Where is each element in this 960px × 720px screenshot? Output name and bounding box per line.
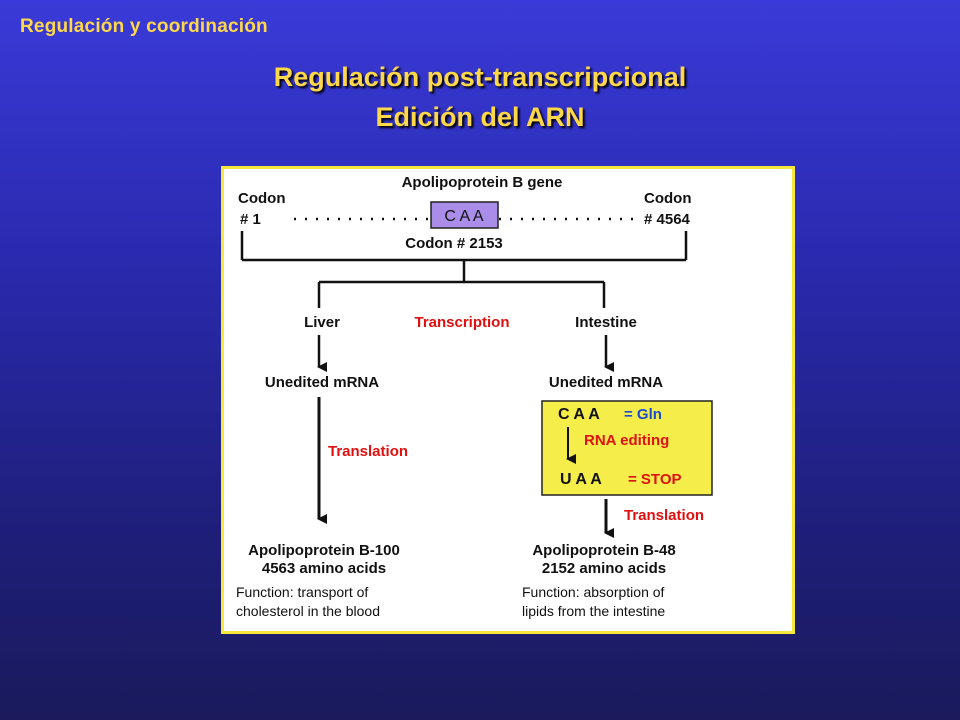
apob-editing-diagram: Apolipoprotein B gene Codon # 1 Codon # … bbox=[221, 166, 795, 634]
intestine-label: Intestine bbox=[575, 314, 637, 331]
edit-uaa: U A A bbox=[560, 471, 602, 488]
codon-right-label: Codon bbox=[644, 190, 691, 207]
protein-b100-name: Apolipoprotein B-100 bbox=[248, 542, 400, 559]
slide-title: Regulación post-transcripcional bbox=[273, 62, 687, 92]
protein-b100-function-2: cholesterol in the blood bbox=[236, 603, 380, 619]
protein-b48-length: 2152 amino acids bbox=[542, 560, 666, 577]
slide-header: Regulación y coordinación bbox=[20, 16, 268, 37]
diagram-canvas: Apolipoprotein B gene Codon # 1 Codon # … bbox=[236, 174, 713, 619]
protein-b48-name: Apolipoprotein B-48 bbox=[532, 542, 675, 559]
protein-b48-function-1: Function: absorption of bbox=[522, 584, 665, 600]
protein-b48-function-2: lipids from the intestine bbox=[522, 603, 665, 619]
edit-caa: C A A bbox=[558, 406, 600, 423]
translation-label-intestine: Translation bbox=[624, 507, 704, 524]
codon-2153-label: Codon # 2153 bbox=[405, 235, 503, 252]
rna-editing-box bbox=[541, 400, 713, 496]
protein-b100-length: 4563 amino acids bbox=[262, 560, 386, 577]
codon-sequence: C A A bbox=[444, 208, 483, 225]
edit-stop: = STOP bbox=[628, 471, 682, 488]
liver-label: Liver bbox=[304, 314, 340, 331]
codon-right-number: # 4564 bbox=[644, 211, 691, 228]
codon-left-number: # 1 bbox=[240, 211, 261, 228]
slide-subtitle: Edición del ARN bbox=[375, 102, 585, 132]
codon-box bbox=[430, 201, 499, 229]
unedited-mrna-intestine: Unedited mRNA bbox=[549, 374, 663, 391]
protein-b100-function-1: Function: transport of bbox=[236, 584, 368, 600]
codon-left-label: Codon bbox=[238, 190, 285, 207]
rna-editing-label: RNA editing bbox=[584, 432, 669, 449]
edit-gln: = Gln bbox=[624, 406, 662, 423]
gene-title: Apolipoprotein B gene bbox=[402, 174, 563, 191]
translation-label-liver: Translation bbox=[328, 443, 408, 460]
transcription-label: Transcription bbox=[414, 314, 509, 331]
unedited-mrna-liver: Unedited mRNA bbox=[265, 374, 379, 391]
